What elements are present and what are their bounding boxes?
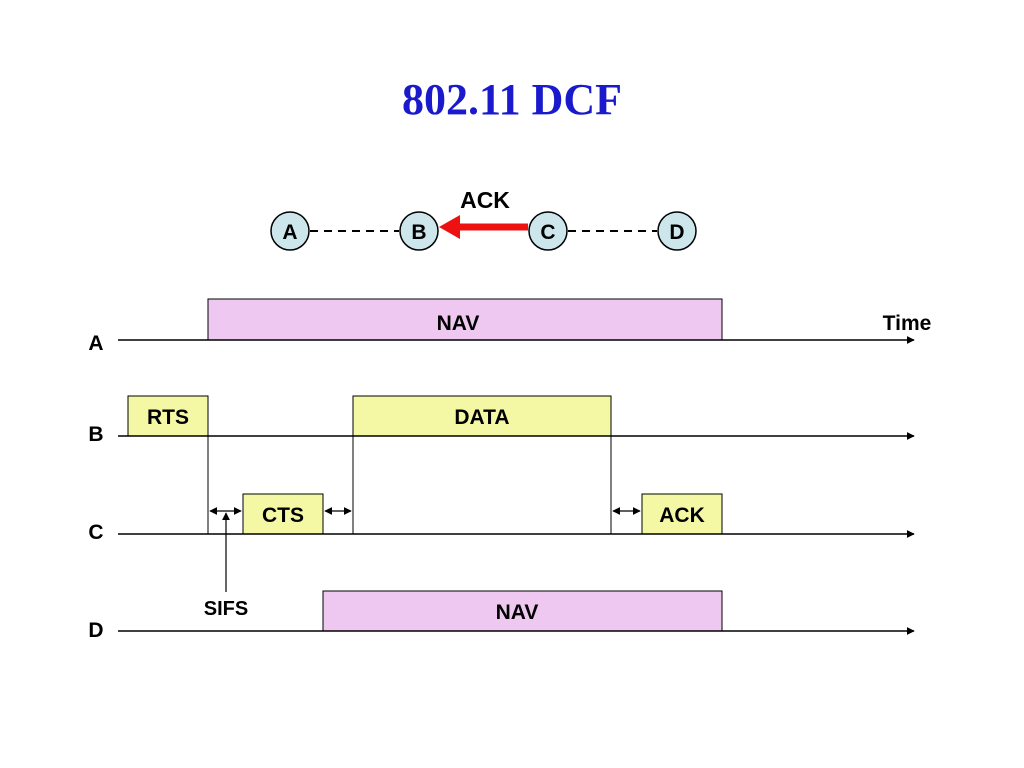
slide-title: 802.11 DCF — [402, 75, 622, 124]
time-label: Time — [883, 312, 932, 335]
data-label: DATA — [454, 406, 509, 429]
node-b-label: B — [411, 221, 426, 244]
station-c-row: CTS ACK C SIFS — [88, 493, 915, 620]
nav-d-box — [322, 590, 723, 632]
station-b-row: RTS DATA B — [88, 395, 915, 446]
node-b: B — [399, 211, 439, 251]
node-d: D — [657, 211, 697, 251]
ack-arrow-label: ACK — [460, 187, 510, 213]
topology: ACK A B C D — [270, 187, 697, 251]
node-d-label: D — [669, 221, 684, 244]
cts-label: CTS — [262, 504, 304, 527]
rts-label: RTS — [147, 406, 189, 429]
station-d-label: D — [88, 619, 103, 642]
node-a-label: A — [282, 221, 297, 244]
ack-arrow-head — [439, 215, 460, 239]
station-d-row: NAV D — [88, 590, 915, 642]
station-c-label: C — [88, 521, 103, 544]
data-box — [352, 395, 612, 437]
nav-a-label: NAV — [437, 312, 480, 335]
sifs-label: SIFS — [204, 598, 248, 620]
cts-box — [242, 493, 324, 535]
timeline: NAV A Time RTS DATA B CTS ACK C — [88, 298, 932, 642]
ack-label: ACK — [659, 504, 705, 527]
node-c: C — [528, 211, 568, 251]
station-b-label: B — [88, 423, 103, 446]
node-a: A — [270, 211, 310, 251]
station-a-label: A — [88, 332, 103, 355]
nav-d-label: NAV — [496, 601, 539, 624]
node-c-label: C — [540, 221, 555, 244]
station-a-row: NAV A Time — [88, 298, 932, 355]
ack-box — [641, 493, 723, 535]
nav-a-box — [207, 298, 723, 341]
